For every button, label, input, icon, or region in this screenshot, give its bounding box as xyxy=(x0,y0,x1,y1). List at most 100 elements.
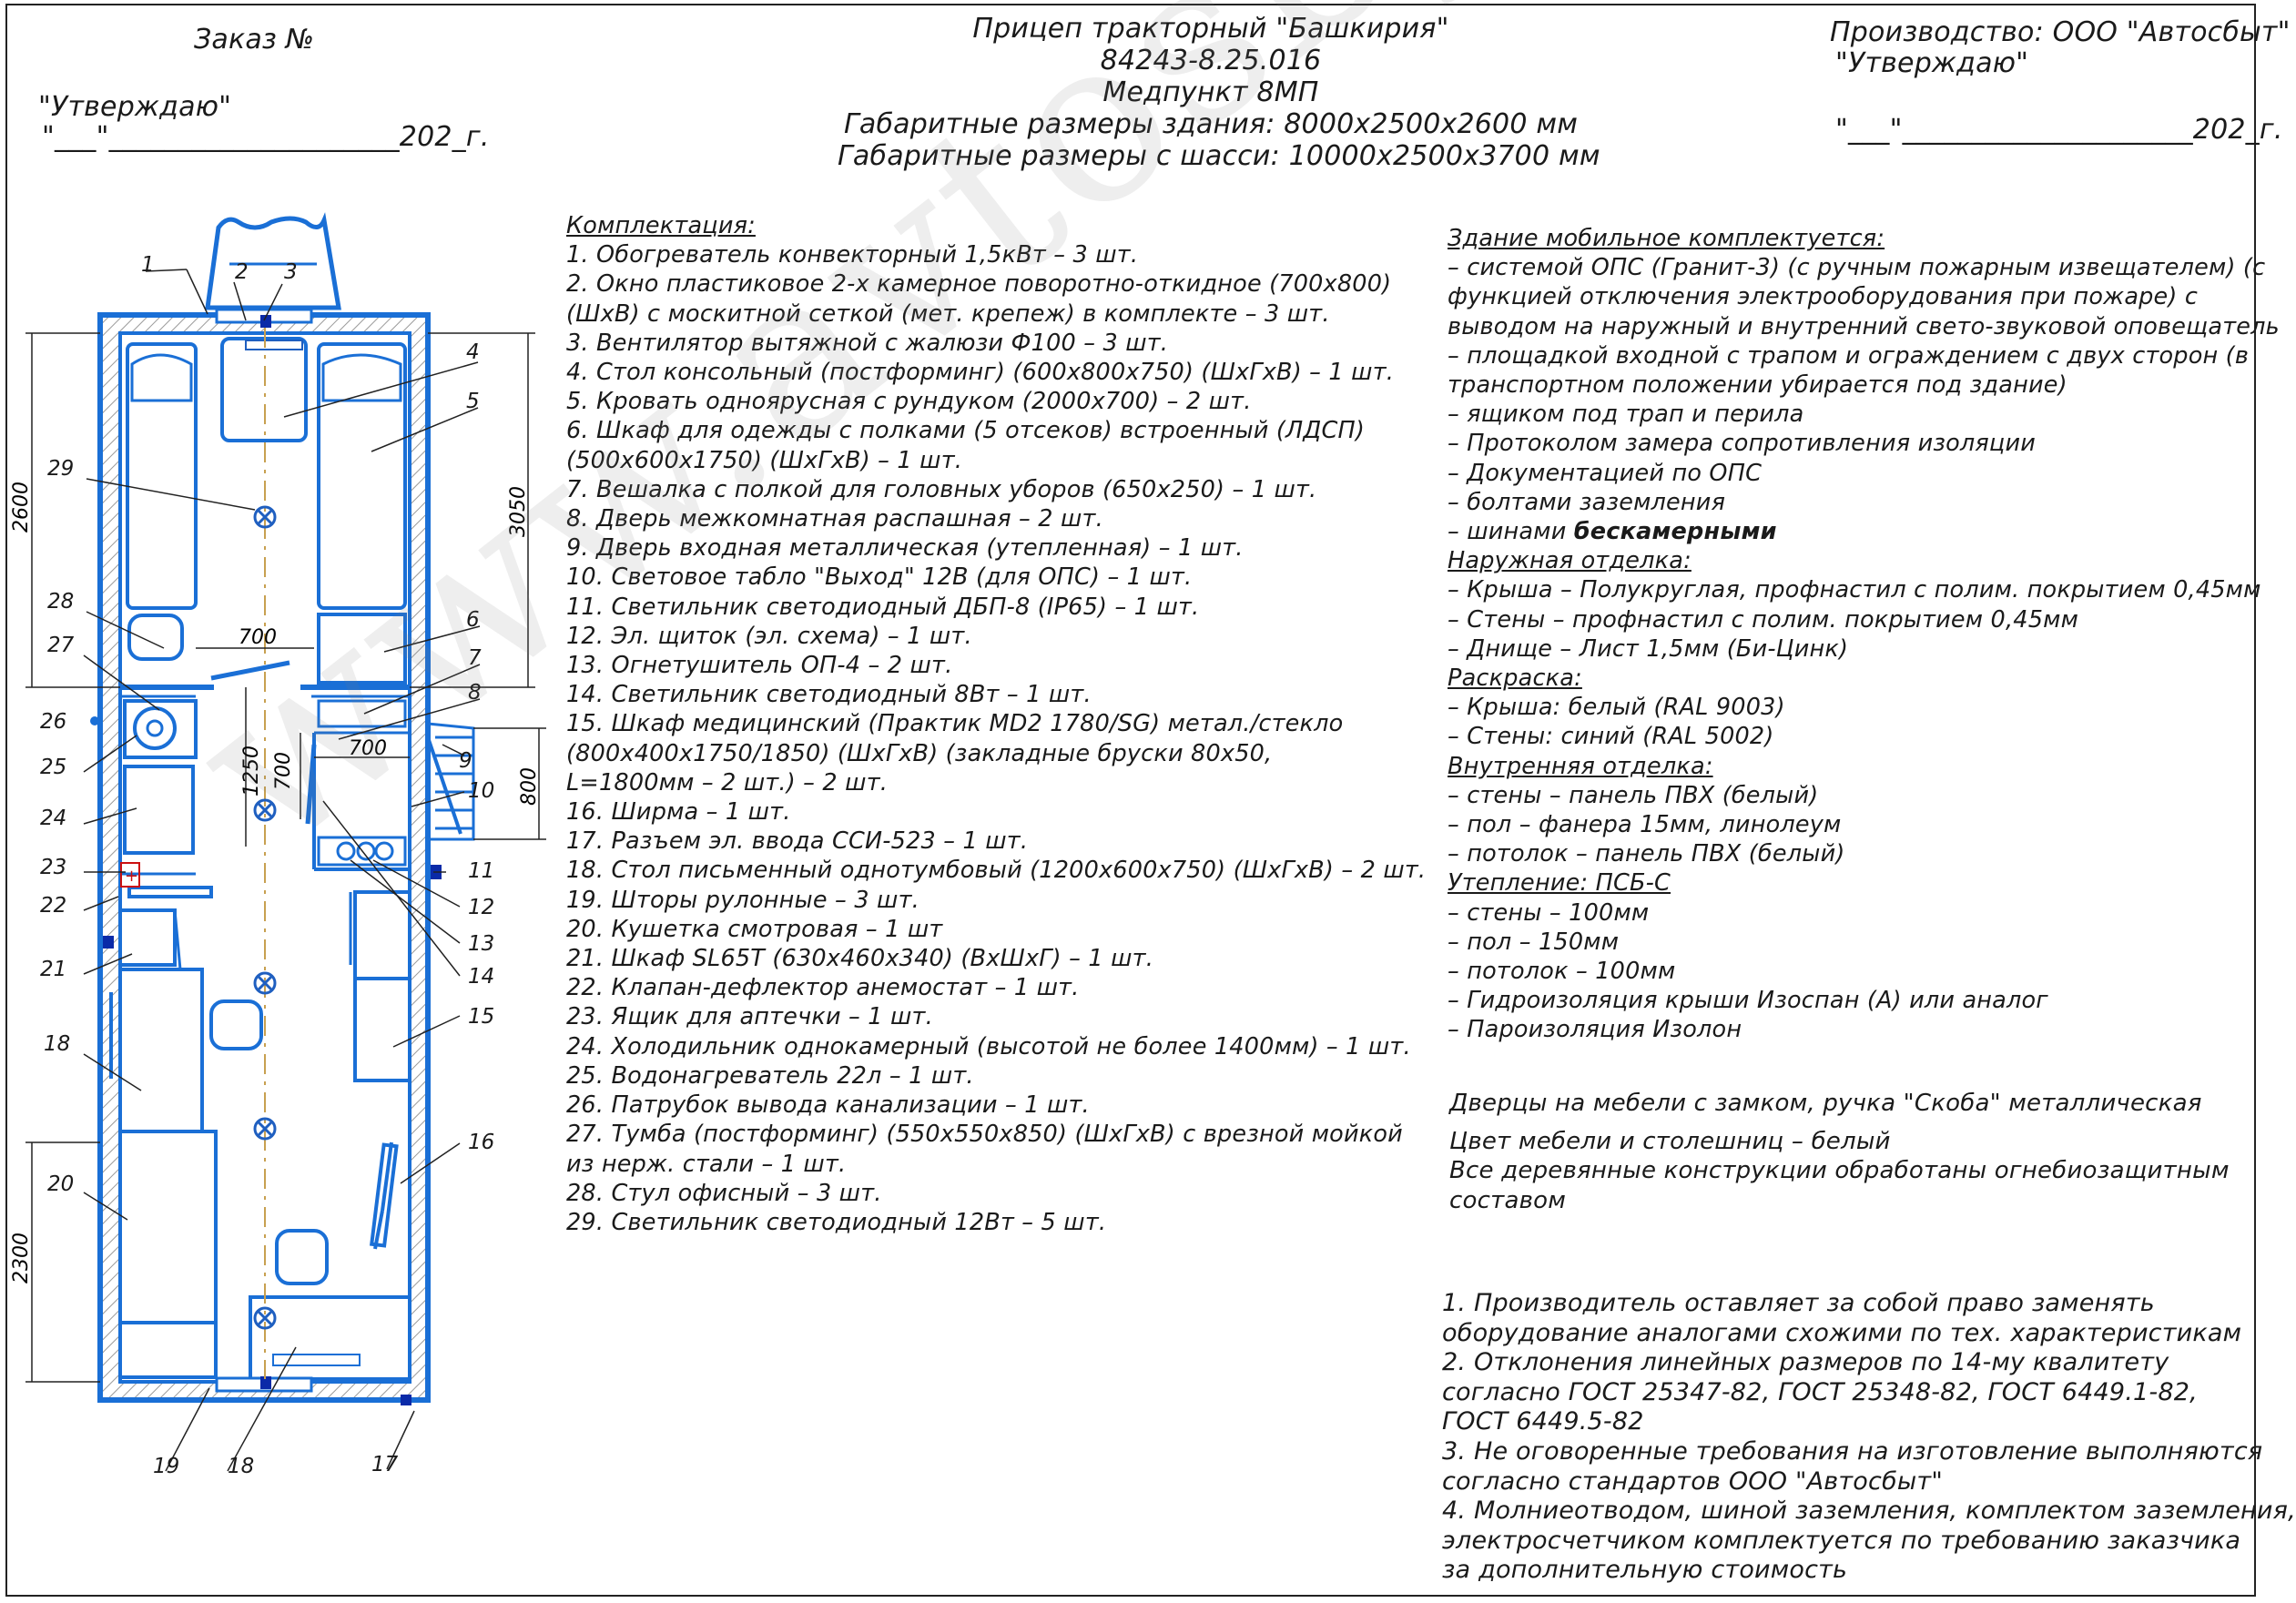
heater-top xyxy=(245,340,303,350)
callout-6: 6 xyxy=(466,608,480,632)
equipment-line: 13. Огнетушитель ОП-4 – 2 шт. xyxy=(566,652,953,680)
producer: Производство: ООО "Автосбыт" xyxy=(1830,16,2291,48)
equipment-line: 8. Дверь межкомнатная распашная – 2 шт. xyxy=(566,505,1103,533)
equipment-heading: Комплектация: xyxy=(566,212,756,239)
equipment-line: 17. Разъем эл. ввода ССИ-523 – 1 шт. xyxy=(566,827,1029,856)
equipment-line: 24. Холодильник однокамерный (высотой не… xyxy=(566,1032,1411,1060)
title-block: Прицеп тракторный "Башкирия" 84243-8.25.… xyxy=(838,13,1600,172)
building-line: – болтами заземления xyxy=(1448,488,1726,516)
equipment-line: 11. Светильник светодиодный ДБП-8 (IP65)… xyxy=(566,593,1200,621)
callout-29: 29 xyxy=(47,457,75,481)
equipment-line: 5. Кровать одноярусная с рундуком (2000x… xyxy=(566,388,1252,416)
dim-2600: 2600 xyxy=(10,482,33,533)
equipment-line: 1. Обогреватель конвекторный 1,5кВт – 3 … xyxy=(566,241,1139,269)
title-line-5: Габаритные размеры с шасси: 10000x2500x3… xyxy=(838,140,1600,172)
wardrobe xyxy=(317,613,407,685)
fan-top xyxy=(260,315,271,328)
equipment-line: 21. Шкаф SL65T (630x460x340) (ВxШxГ) – 1… xyxy=(566,945,1154,973)
building-line: функцией отключения электрооборудования … xyxy=(1448,283,2199,311)
building-spec: Здание мобильное комплектуется: – систем… xyxy=(1448,224,2280,1045)
equipment-line: 7. Вешалка с полкой для головных уборов … xyxy=(566,475,1317,503)
building-line: – Крыша: белый (RAL 9003) xyxy=(1448,694,1785,722)
callout-14: 14 xyxy=(468,965,495,989)
exterior-heading: Наружная отделка: xyxy=(1448,547,1692,575)
equipment-line: 10. Световое табло "Выход" 12В (для ОПС)… xyxy=(566,563,1193,592)
title-line-4: Габаритные размеры здания: 8000x2500x260… xyxy=(843,108,1579,140)
building-line: – Днище – Лист 1,5мм (Би-Цинк) xyxy=(1448,634,1849,663)
screen-partition xyxy=(369,1141,399,1250)
title-line-2: 84243-8.25.016 xyxy=(1100,45,1322,76)
office-chair-1 xyxy=(209,999,263,1050)
date-left: "___"_____________________202_г. xyxy=(42,121,490,153)
callout-19: 19 xyxy=(153,1455,180,1478)
equipment-line: 4. Стол консольный (постформинг) (600x80… xyxy=(566,359,1395,387)
callout-27: 27 xyxy=(47,634,75,657)
dim-800: 800 xyxy=(518,767,541,806)
paint-heading: Раскраска: xyxy=(1448,665,1582,693)
callout-11: 11 xyxy=(468,859,495,883)
ceiling-lamps xyxy=(253,505,277,1330)
building-line: – Стены: синий (RAL 5002) xyxy=(1448,723,1774,751)
callout-13: 13 xyxy=(468,932,495,956)
equipment-line: 2. Окно пластиковое 2-х камерное поворот… xyxy=(566,270,1392,299)
callout-8: 8 xyxy=(468,681,482,705)
note-line: 3. Не оговоренные требования на изготовл… xyxy=(1442,1436,2263,1466)
equipment-line: 3. Вентилятор вытяжной с жалюзи Ф100 – 3… xyxy=(566,329,1169,357)
aid-box xyxy=(120,862,140,888)
callout-28: 28 xyxy=(47,590,75,614)
equipment-line: 25. Водонагреватель 22л – 1 шт. xyxy=(566,1061,974,1090)
office-chair-2 xyxy=(275,1229,329,1285)
building-line: – Крыша – Полукруглая, профнастил с поли… xyxy=(1448,576,2261,604)
equipment-line: L=1800мм – 2 шт.) – 2 шт. xyxy=(566,768,889,796)
building-line: – Гидроизоляция крыши Изоспан (А) или ан… xyxy=(1448,987,2048,1015)
equipment-line: 27. Тумба (постформинг) (550x550x850) (Ш… xyxy=(566,1121,1403,1149)
equipment-line: 22. Клапан-дефлектор анемостат – 1 шт. xyxy=(566,974,1080,1002)
sewer-outlet xyxy=(90,716,99,725)
equipment-line: 15. Шкаф медицинский (Практик MD2 1780/S… xyxy=(566,710,1344,738)
bed-left xyxy=(126,342,198,610)
callout-7: 7 xyxy=(468,646,482,670)
callout-20: 20 xyxy=(47,1172,75,1196)
bottom-desk xyxy=(249,1295,411,1381)
furniture-note: Все деревянные конструкции обработаны ог… xyxy=(1449,1157,2230,1185)
callout-18-left: 18 xyxy=(44,1032,71,1056)
equipment-line: из нерж. стали – 1 шт. xyxy=(566,1150,847,1178)
note-line: согласно стандартов ООО "Автосбыт" xyxy=(1442,1466,1943,1496)
building-line: – системой ОПС (Гранит-3) (с ручным пожа… xyxy=(1448,254,2266,282)
dim-3050: 3050 xyxy=(507,486,530,537)
note-line: 1. Производитель оставляет за собой прав… xyxy=(1442,1289,2155,1317)
building-line: – стены – панель ПВХ (белый) xyxy=(1448,781,1819,809)
equipment-line: 23. Ящик для аптечки – 1 шт. xyxy=(566,1003,933,1031)
hanger-shelf xyxy=(317,699,407,728)
furniture-note: составом xyxy=(1449,1186,1567,1214)
callout-12: 12 xyxy=(468,896,495,919)
left-furniture xyxy=(118,886,218,1379)
callout-15: 15 xyxy=(468,1005,495,1029)
approve-right: "Утверждаю" xyxy=(1835,47,2029,79)
furniture-note: Дверцы на мебели с замком, ручка "Скоба"… xyxy=(1449,1090,2202,1117)
equipment-line: (ШxВ) с москитной сеткой (мет. крепеж) в… xyxy=(566,299,1330,328)
tow-hitch xyxy=(205,212,341,310)
equipment-line: 12. Эл. щиток (эл. схема) – 1 шт. xyxy=(566,622,972,650)
equipment-line: 26. Патрубок вывода канализации – 1 шт. xyxy=(566,1091,1090,1120)
building-line: – Документацией по ОПС xyxy=(1448,459,1763,487)
drawing-frame xyxy=(5,4,2256,1597)
dimension-lines xyxy=(25,332,546,1383)
equipment-line: 19. Шторы рулонные – 3 шт. xyxy=(566,886,919,914)
tires-tubeless: бескамерными xyxy=(1573,518,1777,546)
building-line: – потолок – панель ПВХ (белый) xyxy=(1448,840,1845,868)
building-line: – ящиком под трап и перила xyxy=(1448,401,1804,429)
building-line: выводом на наружный и внутренний свето-з… xyxy=(1448,312,2280,340)
building-line: – шинами бескамерными xyxy=(1448,517,2280,546)
dim-700-a: 700 xyxy=(239,626,277,649)
dim-700-c: 700 xyxy=(272,752,295,790)
approve-left: "Утверждаю" xyxy=(38,91,232,123)
insulation-heading: Утепление: ПСБ-С xyxy=(1448,869,1671,898)
callout-4: 4 xyxy=(466,340,480,364)
note-line: 4. Молниеотводом, шиной заземления, комп… xyxy=(1442,1496,2296,1526)
callout-25: 25 xyxy=(40,756,67,779)
bed-right xyxy=(317,342,407,610)
furniture-notes: Дверцы на мебели с замком, ручка "Скоба"… xyxy=(1449,1089,2230,1215)
equipment-line: 6. Шкаф для одежды с полками (5 отсеков)… xyxy=(566,417,1366,445)
electrical-panel xyxy=(317,836,407,867)
